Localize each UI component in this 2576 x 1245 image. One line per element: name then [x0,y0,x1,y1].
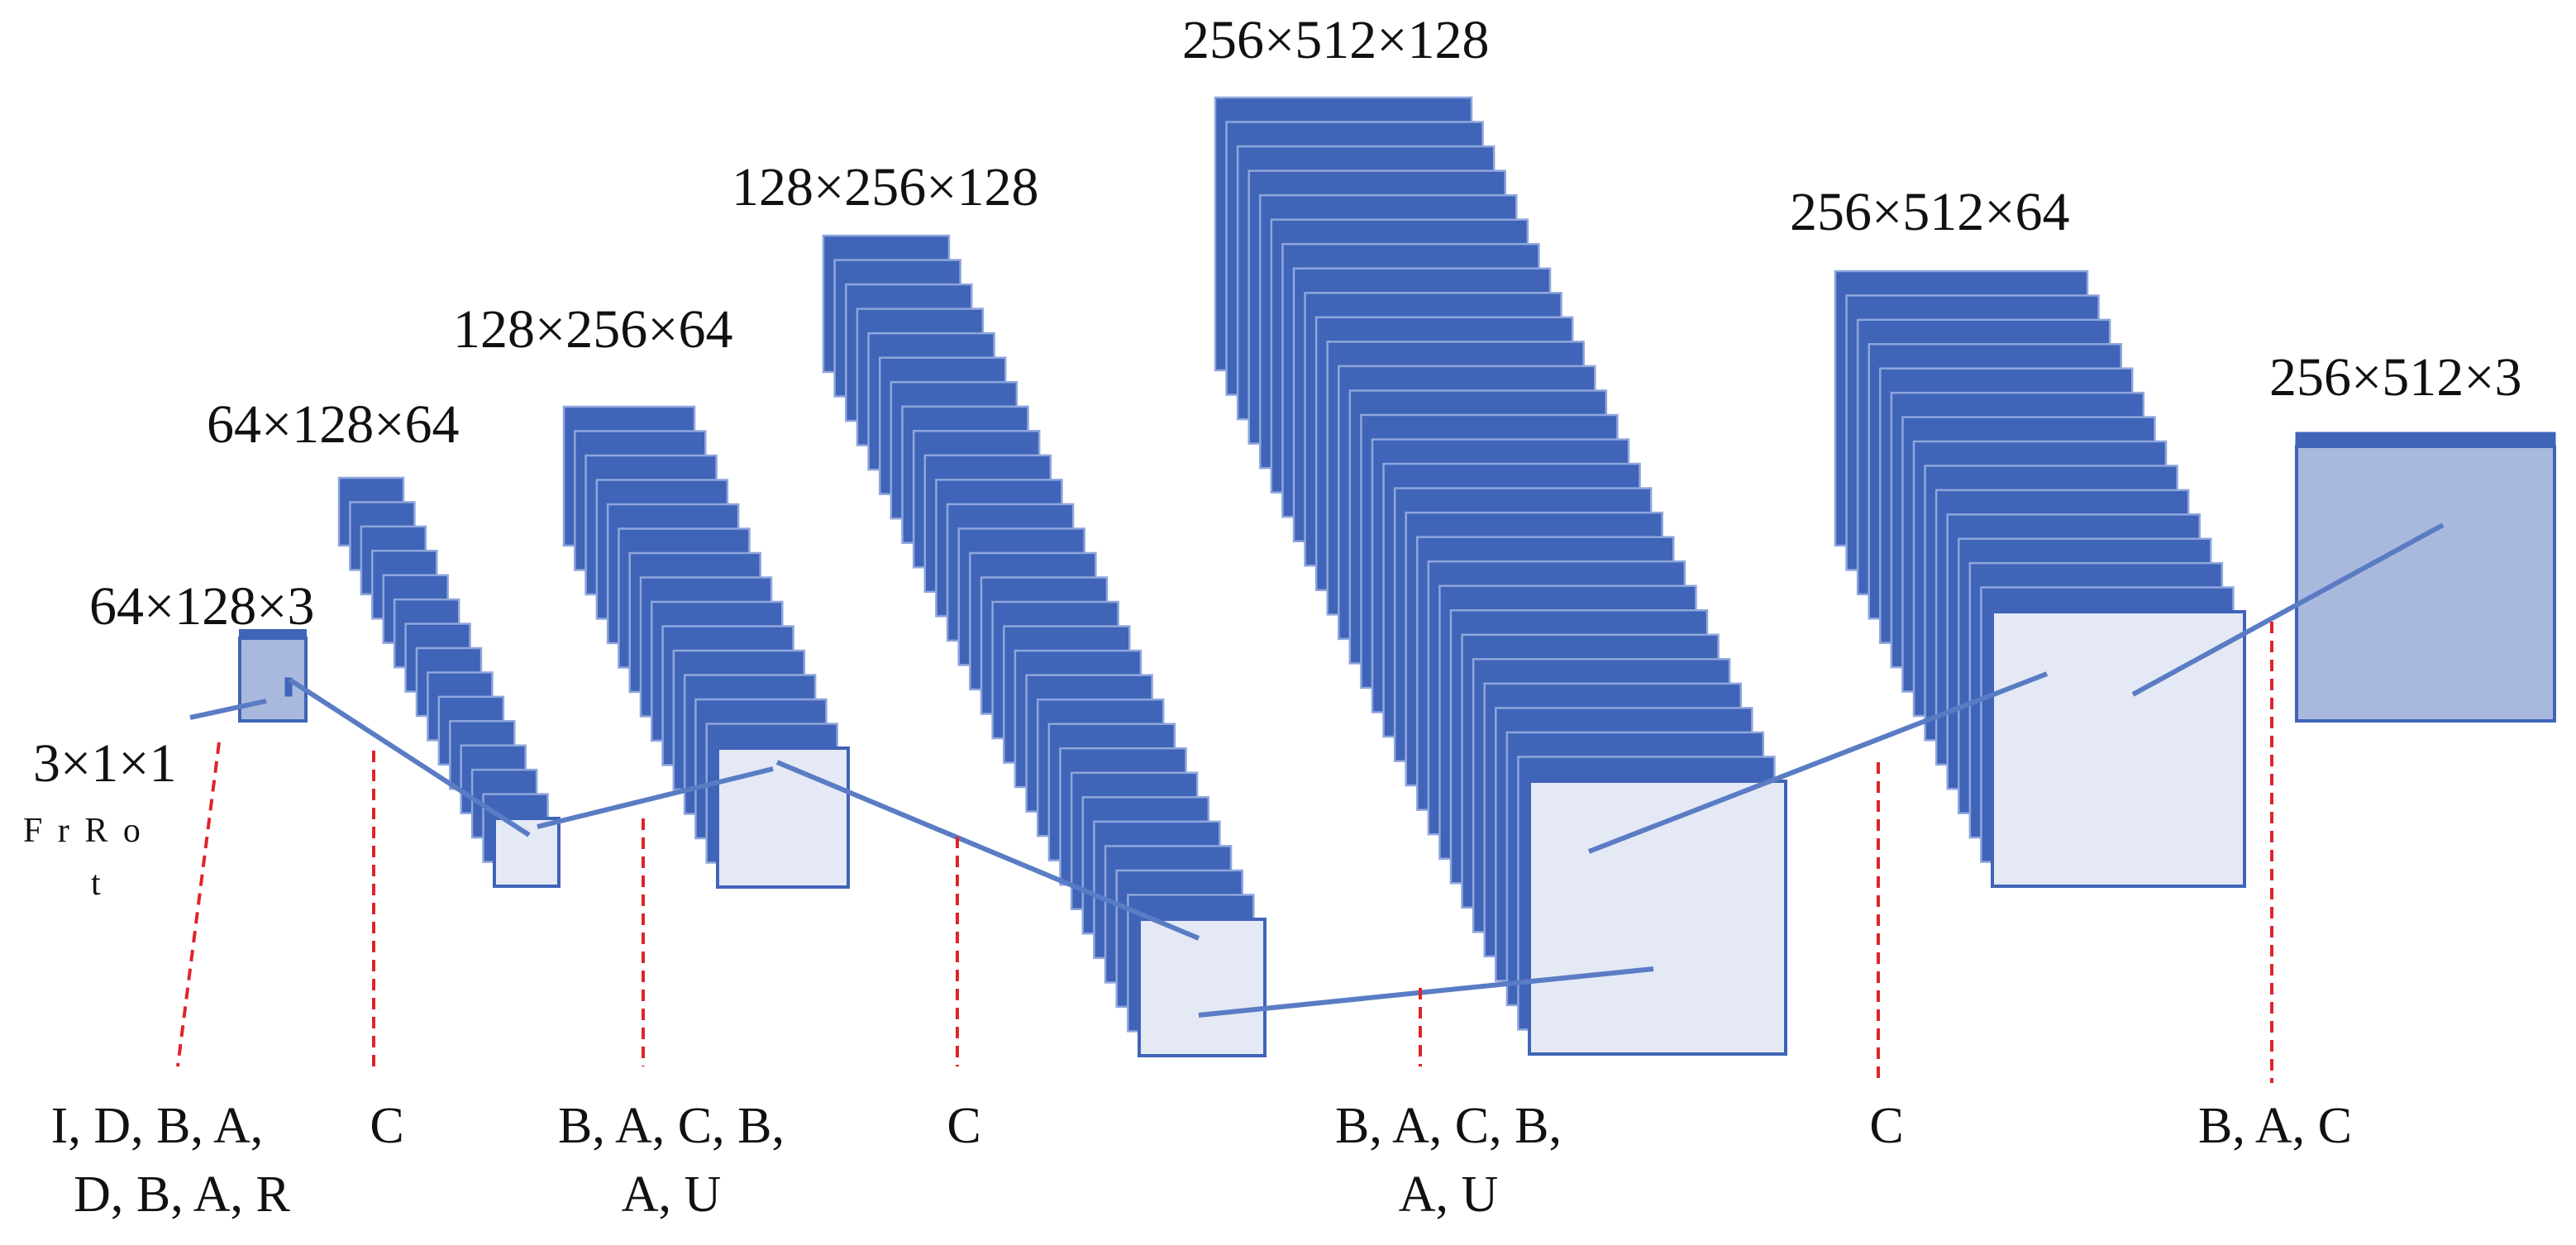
layer-front-face [1138,918,1267,1057]
layer-label-enc1: 64×128×64 [207,394,459,455]
layer-block-enc1 [337,476,561,888]
op-label-3-line2: A, U [622,1166,722,1223]
connector-line [288,677,531,837]
op-label-5-line1: B, A, C, B, [1335,1098,1562,1154]
connector-line [1587,671,2049,854]
layer-front-face [716,747,850,889]
connector-line [537,766,774,829]
layer-label-input: 64×128×3 [89,576,314,637]
layer-front-face [238,637,308,723]
layer-block-input [238,629,308,723]
op-label-1-line2: D, B, A, R [74,1166,290,1223]
operation-labels: I, D, B, A, D, B, A, R C B, A, C, B, A, … [51,1098,2352,1223]
op-label-1-line1: I, D, B, A, [51,1098,264,1154]
layer-block-enc2 [562,405,850,889]
layer-block-bottleneck [1214,96,1787,1056]
stage-divider [176,742,221,1067]
dimension-labels: 64×128×3 64×128×64 128×256×64 128×256×12… [89,10,2521,637]
layer-block-enc3 [822,234,1267,1057]
connectors [189,522,2445,1018]
layer-label-dec1: 256×512×64 [1790,182,2069,242]
kernel-sub-label-2: t [91,865,104,903]
kernel-sub-label: F r R o [23,812,144,850]
layer-label-enc2: 128×256×64 [453,299,732,360]
kernel-annotation: 3×1×1 F r R o t [23,733,176,903]
layer-block-output [2295,432,2556,723]
kernel-size-label: 3×1×1 [33,733,176,794]
op-label-4: C [947,1098,980,1154]
connector-line [189,699,267,720]
connector-line [2131,522,2445,697]
layer-front-face [493,817,561,888]
stage-dividers [176,622,2273,1083]
op-label-3-line1: B, A, C, B, [558,1098,785,1154]
op-label-2: C [370,1098,403,1154]
layer-slice [2295,432,2556,448]
layer-block-dec1 [1834,270,2246,888]
connector-line [1198,966,1654,1018]
op-label-5-line2: A, U [1399,1166,1499,1223]
layer-blocks [238,96,2556,1057]
layer-label-bottleneck: 256×512×128 [1182,10,1489,70]
op-label-6: C [1869,1098,1903,1154]
op-label-7: B, A, C [2198,1098,2352,1154]
layer-front-face [1528,780,1787,1056]
layer-label-output: 256×512×3 [2269,347,2521,408]
connector-line [775,760,1200,941]
kernel-patch [284,677,293,697]
layer-label-enc3: 128×256×128 [732,157,1038,217]
